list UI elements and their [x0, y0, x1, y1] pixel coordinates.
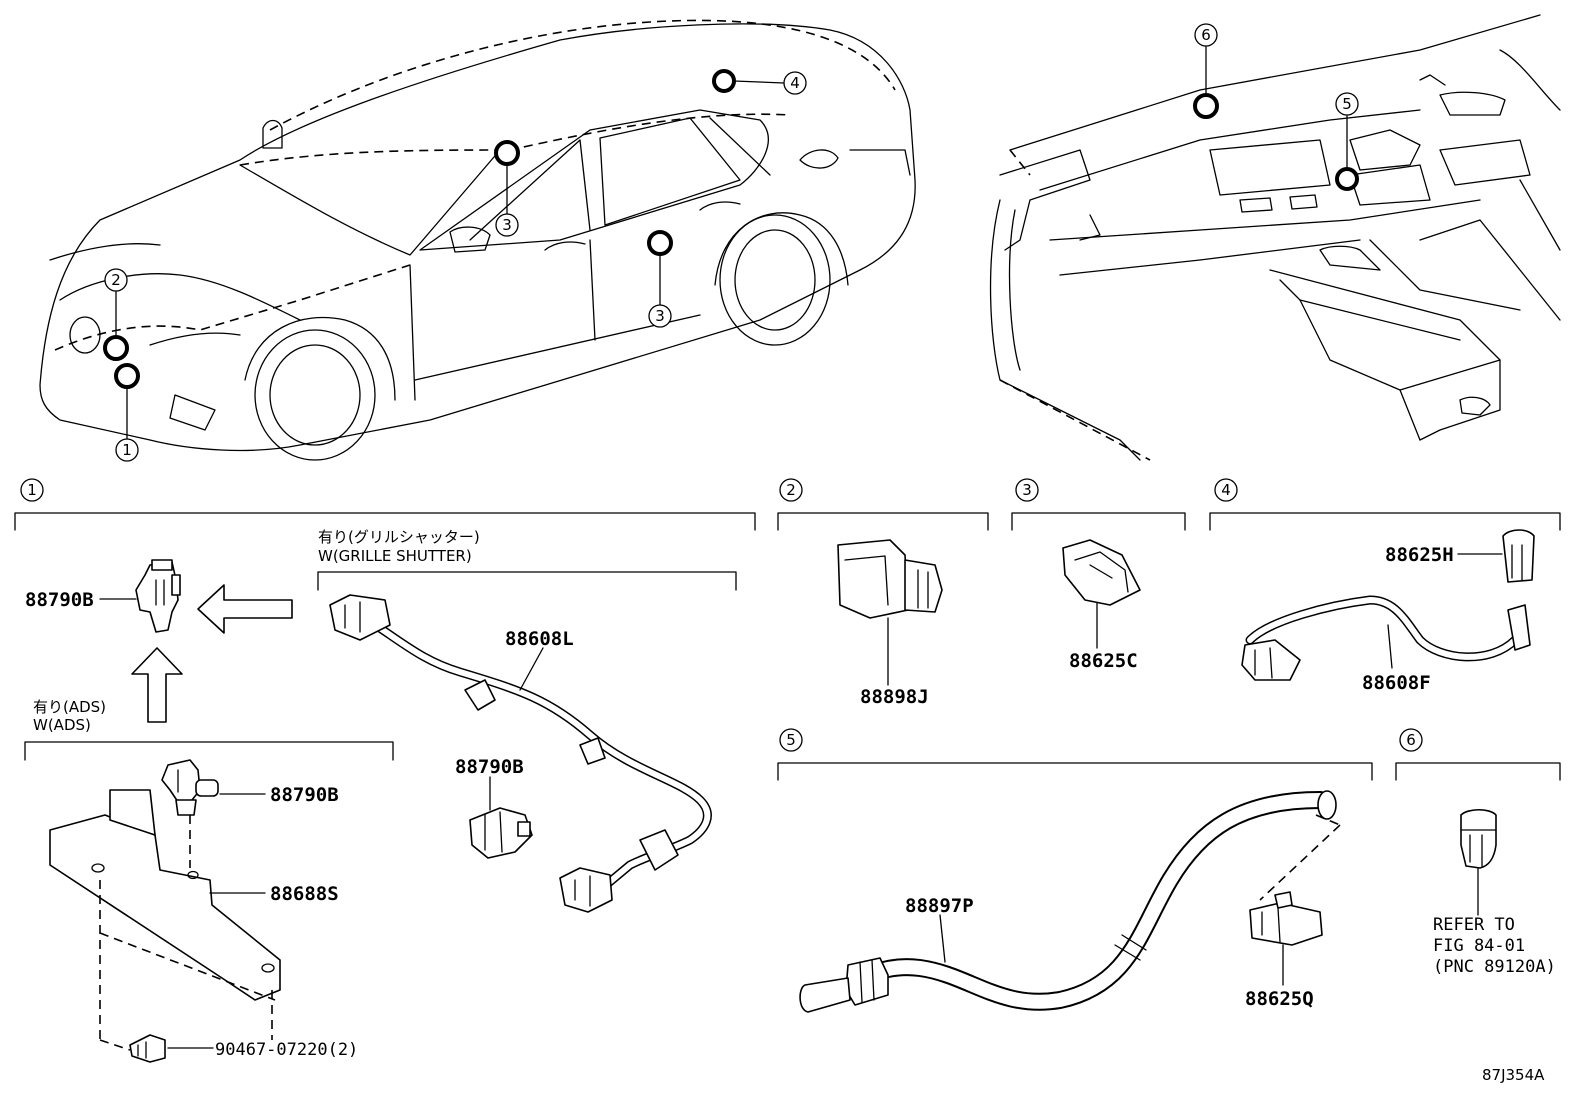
location-marker-1: [114, 363, 140, 389]
location-marker-3a: [494, 140, 520, 166]
clip-90467[interactable]: [129, 1034, 166, 1063]
section-4-label: 4: [1221, 481, 1231, 499]
wire-harness-88608f[interactable]: [1241, 595, 1531, 681]
refer-line-2: FIG 84-01: [1433, 936, 1525, 956]
callout-1: 1: [122, 441, 132, 459]
section-3-label: 3: [1022, 481, 1032, 499]
location-marker-3b: [647, 230, 673, 256]
section-headers: 1 2 3 4 5 6: [14, 478, 1561, 781]
arrow-left: [197, 584, 293, 634]
part-number-88625c: 88625C: [1069, 650, 1138, 672]
callout-2: 2: [111, 271, 121, 289]
sensor-88625c[interactable]: [1062, 539, 1141, 606]
section-2-label: 2: [786, 481, 796, 499]
connector-88625q[interactable]: [1249, 891, 1323, 946]
hose-88897p[interactable]: [799, 790, 1337, 1013]
car-location-markers: [103, 69, 785, 440]
part-number-88898j: 88898J: [860, 686, 929, 708]
location-marker-4: [712, 69, 736, 93]
callout-6: 6: [1201, 26, 1211, 44]
part-number-88608f: 88608F: [1362, 672, 1431, 694]
callout-3b: 3: [655, 307, 665, 325]
wire-harness-88608l[interactable]: [329, 594, 712, 913]
sensor-88898j[interactable]: [837, 539, 943, 619]
sensor-88625h[interactable]: [1502, 529, 1535, 583]
location-marker-2: [103, 335, 129, 361]
part-number-88790b-ads: 88790B: [270, 784, 339, 806]
section-6-label: 6: [1406, 731, 1416, 749]
sensor-89120a[interactable]: [1460, 808, 1497, 869]
car-callout-numbers: 2 1 3 3 4: [104, 71, 807, 462]
variant-grille-en: W(GRILLE SHUTTER): [318, 547, 472, 565]
location-marker-6: [1193, 93, 1219, 119]
part-number-90467: 90467-07220(2): [215, 1040, 358, 1060]
arrow-up: [131, 647, 183, 723]
part-number-88625h: 88625H: [1385, 544, 1454, 566]
callout-3a: 3: [502, 216, 512, 234]
part-number-88790b-top: 88790B: [25, 589, 94, 611]
part-number-88625q: 88625Q: [1245, 988, 1314, 1010]
part-number-88688s: 88688S: [270, 883, 339, 905]
figure-code: 87J354A: [1482, 1066, 1545, 1084]
sensor-88790b-ads[interactable]: [161, 759, 219, 816]
part-number-88608l: 88608L: [505, 628, 574, 650]
variant-grille-jp: 有り(グリルシャッター): [318, 528, 480, 546]
section-5-label: 5: [786, 731, 796, 749]
dashboard-illustration: [989, 14, 1561, 461]
location-marker-5: [1335, 167, 1359, 191]
section-1-label: 1: [27, 481, 37, 499]
variant-ads-en: W(ADS): [33, 716, 91, 734]
dashboard-location-markers: 6 5: [1193, 23, 1359, 191]
bracket-88688s[interactable]: [49, 789, 281, 1001]
refer-line-3: (PNC 89120A): [1433, 957, 1556, 977]
callout-5: 5: [1342, 95, 1352, 113]
part-number-88790b-mid: 88790B: [455, 756, 524, 778]
part-number-88897p: 88897P: [905, 895, 974, 917]
callout-4: 4: [790, 74, 800, 92]
refer-line-1: REFER TO: [1433, 915, 1515, 935]
variant-ads-jp: 有り(ADS): [33, 698, 106, 716]
sensor-88790b-mid[interactable]: [469, 807, 533, 859]
sensor-88790b-top[interactable]: [135, 559, 181, 633]
